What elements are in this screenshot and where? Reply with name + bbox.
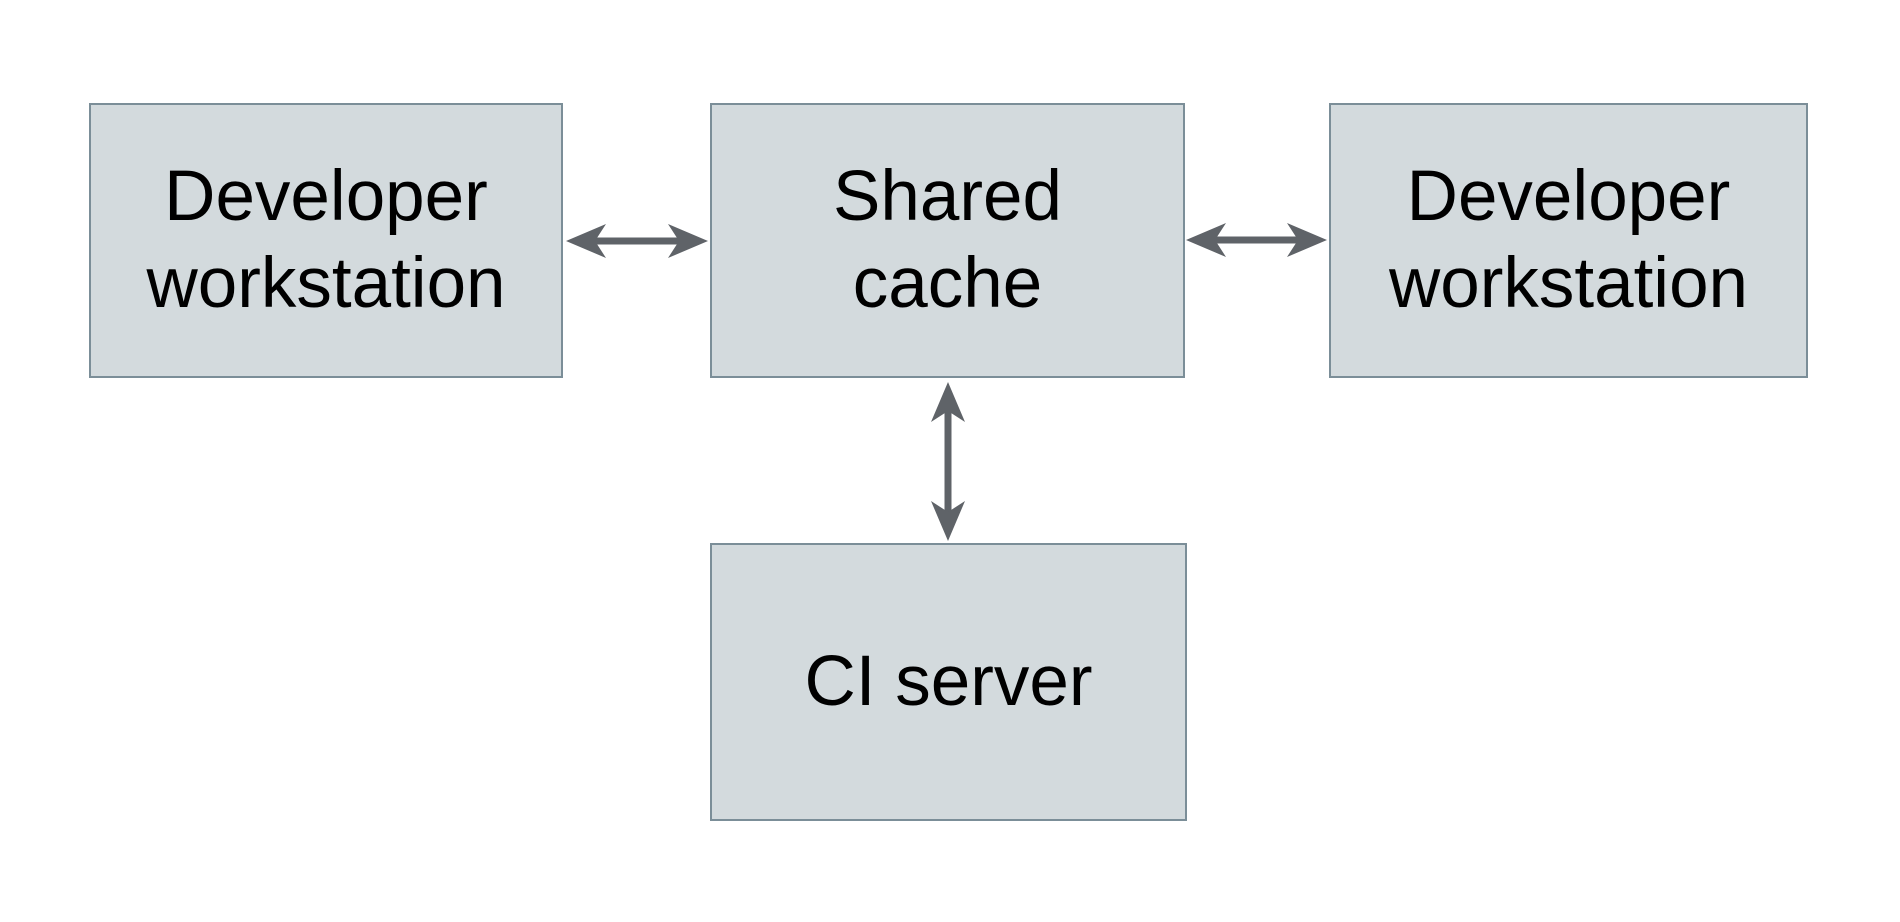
- double-arrow-cache-ci-server: [931, 382, 965, 541]
- node-label-line: Developer: [164, 156, 488, 236]
- node-label-line: workstation: [146, 243, 506, 323]
- node-shared-cache: Shared cache: [710, 103, 1185, 378]
- node-label-line: Shared: [833, 156, 1062, 236]
- node-label-line: CI server: [804, 641, 1093, 721]
- double-arrow-left-workstation-cache: [566, 224, 708, 258]
- node-label-line: Developer: [1406, 156, 1731, 236]
- double-arrow-cache-right-workstation: [1186, 223, 1327, 257]
- node-developer-workstation-right: Developer workstation: [1329, 103, 1808, 378]
- node-label-line: workstation: [1388, 243, 1749, 323]
- node-developer-workstation-left: Developer workstation: [89, 103, 563, 378]
- node-ci-server: CI server: [710, 543, 1187, 821]
- node-label-line: cache: [852, 243, 1043, 323]
